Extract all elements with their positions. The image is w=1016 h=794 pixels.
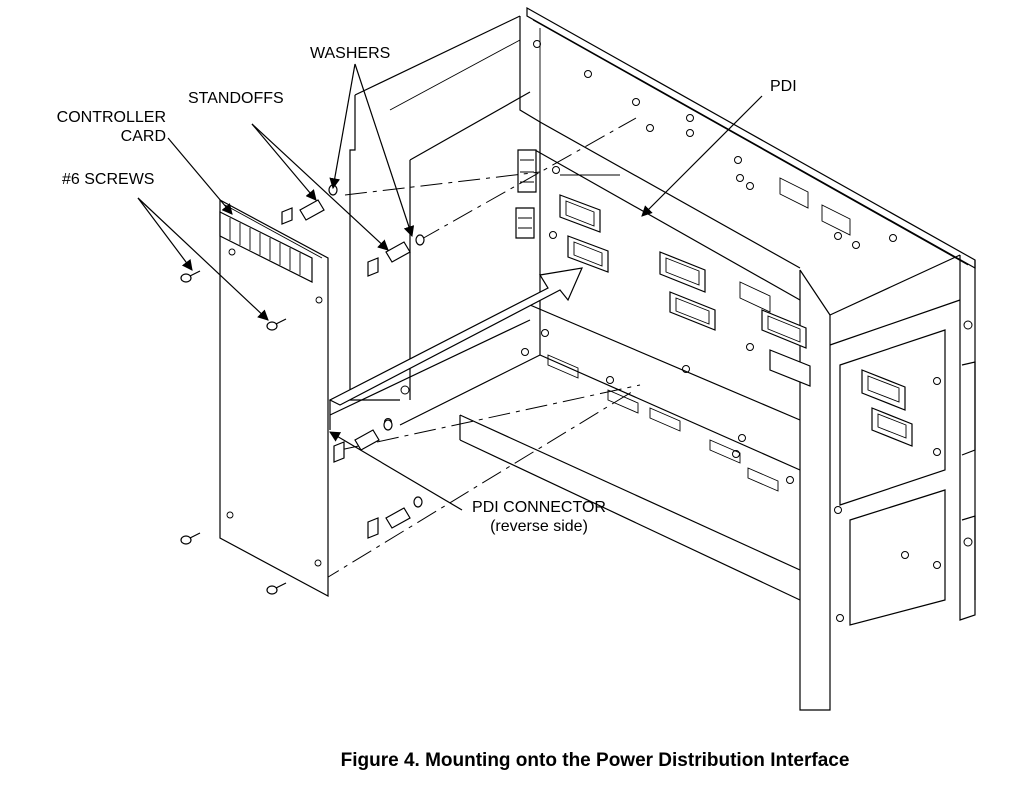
standoff-3 [333, 429, 380, 463]
pdi-connector-5 [761, 309, 807, 349]
controller-card-label: CONTROLLER CARD [52, 108, 166, 146]
standoffs [281, 199, 411, 539]
washers-label: WASHERS [310, 45, 391, 62]
pdi-connector-3 [659, 251, 706, 293]
alignment-lines [319, 117, 641, 583]
pdi-connector-label-line1: PDI CONNECTOR [472, 499, 606, 516]
pdi-connector-4 [669, 291, 716, 331]
screw-1 [180, 270, 201, 283]
standoff-2 [367, 241, 411, 277]
pdi-connector-7 [861, 369, 906, 411]
pdi-board [515, 149, 913, 447]
pdi-connector-1 [559, 194, 601, 233]
controller-card-label-line2: CARD [120, 128, 166, 145]
pdi-connector-8 [871, 407, 913, 447]
screws-label: #6 SCREWS [62, 171, 155, 188]
standoffs-label: STANDOFFS [188, 90, 284, 107]
pdi-connector-6 [769, 349, 811, 387]
screw-3 [180, 532, 201, 545]
screws [180, 270, 287, 595]
mounting-holes [384, 40, 973, 622]
screw-4 [266, 582, 287, 595]
insertion-arrow [328, 267, 583, 406]
controller-card [219, 198, 329, 598]
pdi-connector-label: PDI CONNECTOR (reverse side) [468, 498, 610, 536]
pdi-connector-label-line2: (reverse side) [490, 518, 588, 535]
screw-2 [266, 318, 287, 331]
chassis [329, 6, 976, 711]
figure-caption: Figure 4. Mounting onto the Power Distri… [340, 750, 850, 771]
pdi-connector-2 [567, 235, 609, 273]
callout-arrows [137, 63, 763, 511]
washers [328, 184, 425, 508]
controller-card-label-line1: CONTROLLER [56, 109, 166, 126]
standoff-1 [281, 199, 325, 225]
pdi-label: PDI [770, 78, 797, 95]
standoff-4 [367, 507, 411, 539]
